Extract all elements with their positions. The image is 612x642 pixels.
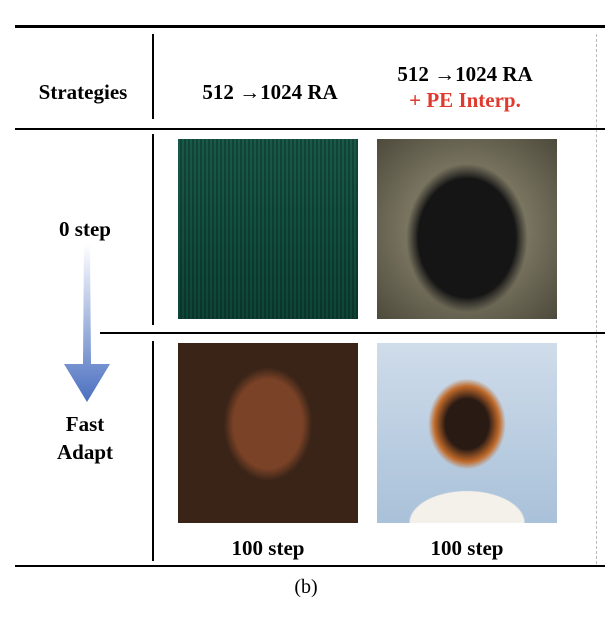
subfigure-label: (b) [294,576,318,598]
row1-divider [152,134,154,325]
caption-col2: 100 step [430,536,504,560]
top-rule [15,25,605,28]
row-rule [100,332,605,334]
caption-col1: 100 step [231,536,305,560]
arrow-down-icon [64,244,110,402]
header-col1: 512 →1024 RA [202,80,338,104]
header-divider [152,34,154,119]
image-noise-ra-0step [178,139,358,319]
dashed-divider [596,34,597,564]
row-label-adapt: Adapt [56,440,114,464]
image-colorful-dog-pe-100step [377,343,557,523]
row-label-0-step: 0 step [59,217,111,241]
image-brown-dog-ra-100step [178,343,358,523]
row2-divider [152,341,154,561]
bottom-rule [15,565,605,567]
image-black-dog-pe-0step [377,139,557,319]
header-strategies: Strategies [38,80,128,104]
header-col2-pe-interp: + PE Interp. [409,88,521,112]
row-label-fast: Fast [65,412,105,436]
header-col2: 512 →1024 RA [397,62,533,86]
header-rule [15,128,605,130]
